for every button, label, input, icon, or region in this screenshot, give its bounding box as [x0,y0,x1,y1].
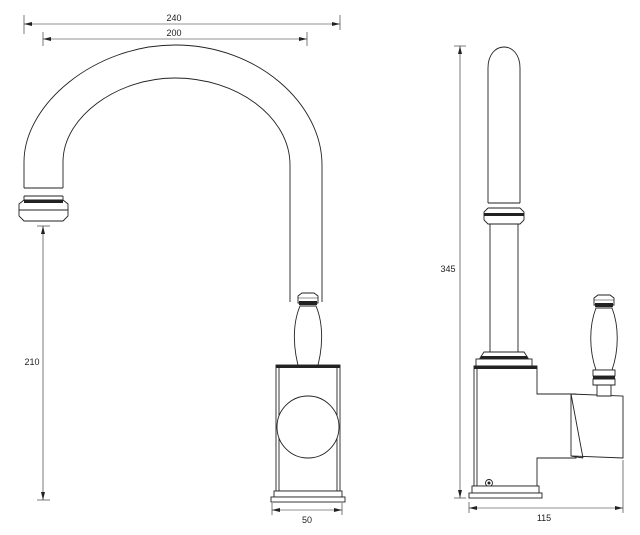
dimension-label-total-height: 345 [440,264,455,274]
side-valve-housing [570,393,624,459]
side-body [468,365,624,499]
front-spout [18,44,323,302]
dimension-label-base-width: 50 [302,515,312,525]
side-view: 345 115 [440,45,624,523]
dimension-label-spout-height: 210 [24,357,39,367]
front-valve-cap [276,395,340,459]
dimension-spout-height: 210 [24,225,50,501]
dimension-total-reach: 240 [23,13,341,34]
dimension-label-base-depth: 115 [537,513,551,523]
side-lever-handle [590,294,618,397]
dimension-base-depth: 115 [468,460,624,523]
front-view: 240 200 210 50 [18,13,346,525]
dimension-base-width: 50 [271,503,343,525]
dimension-spout-reach: 200 [42,28,308,46]
front-body [270,364,346,503]
dimension-label-spout-reach: 200 [166,28,181,38]
side-spout [475,46,533,367]
dimension-total-height: 345 [440,45,466,499]
dimension-label-total-reach: 240 [166,13,181,23]
